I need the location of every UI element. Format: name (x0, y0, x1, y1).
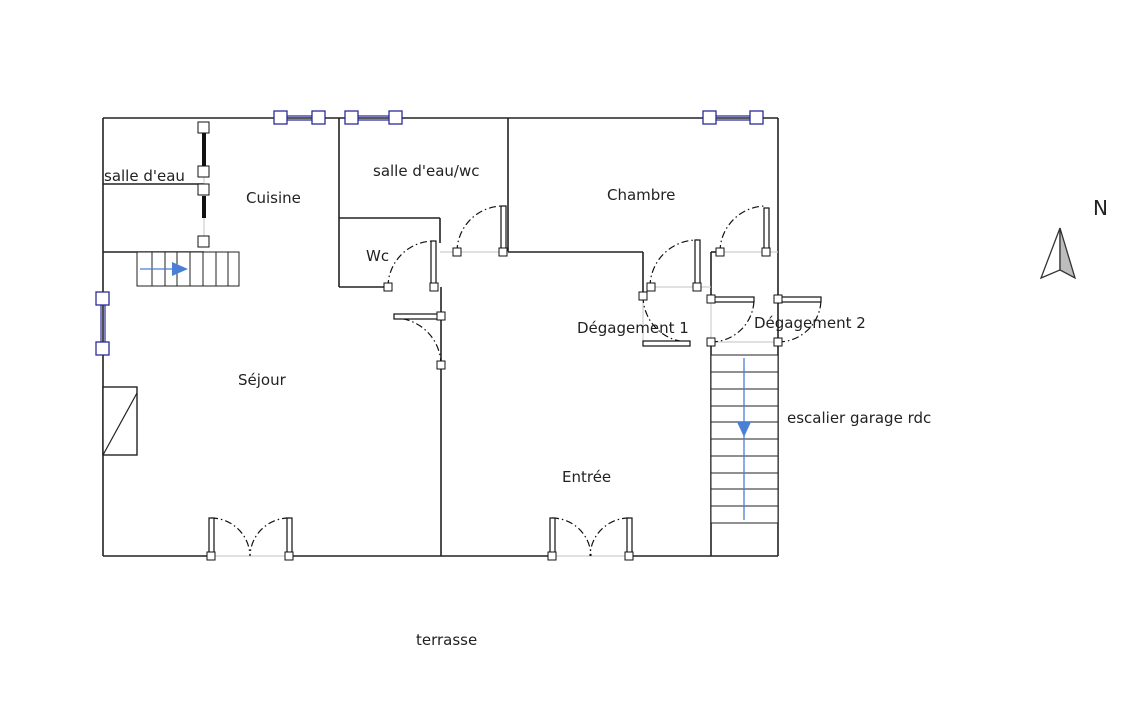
label-cuisine: Cuisine (246, 189, 301, 207)
outer-walls (102, 117, 779, 557)
fireplace (102, 386, 138, 456)
bathroom-door (452, 205, 508, 257)
label-entree: Entrée (562, 468, 611, 486)
label-salle-eau: salle d'eau (104, 167, 185, 185)
salle-eau-doors (197, 121, 210, 248)
room-labels: salle d'eau Cuisine salle d'eau/wc Chamb… (104, 162, 931, 649)
label-sejour: Séjour (238, 371, 287, 389)
hallway-2-doors (706, 294, 822, 347)
label-wc: Wc (366, 247, 389, 265)
north-arrow-icon (1039, 227, 1077, 280)
sejour-french-doors (206, 517, 294, 561)
top-windows (273, 110, 764, 125)
label-degagement-1: Dégagement 1 (577, 319, 689, 337)
compass: N (1039, 196, 1108, 280)
bedroom-door (715, 205, 771, 257)
north-label: N (1093, 196, 1108, 220)
living-room-door (393, 311, 446, 370)
left-window (95, 291, 110, 356)
label-salle-eau-wc: salle d'eau/wc (373, 162, 479, 180)
entree-french-doors (547, 517, 634, 561)
label-terrasse: terrasse (416, 631, 477, 649)
hallway-1-door (638, 239, 702, 347)
doors (206, 205, 822, 561)
label-chambre: Chambre (607, 186, 675, 204)
label-escalier: escalier garage rdc (787, 409, 931, 427)
label-degagement-2: Dégagement 2 (754, 314, 866, 332)
cuisine-staircase (136, 251, 240, 287)
wc-door (383, 240, 439, 292)
garage-staircase (710, 354, 779, 524)
